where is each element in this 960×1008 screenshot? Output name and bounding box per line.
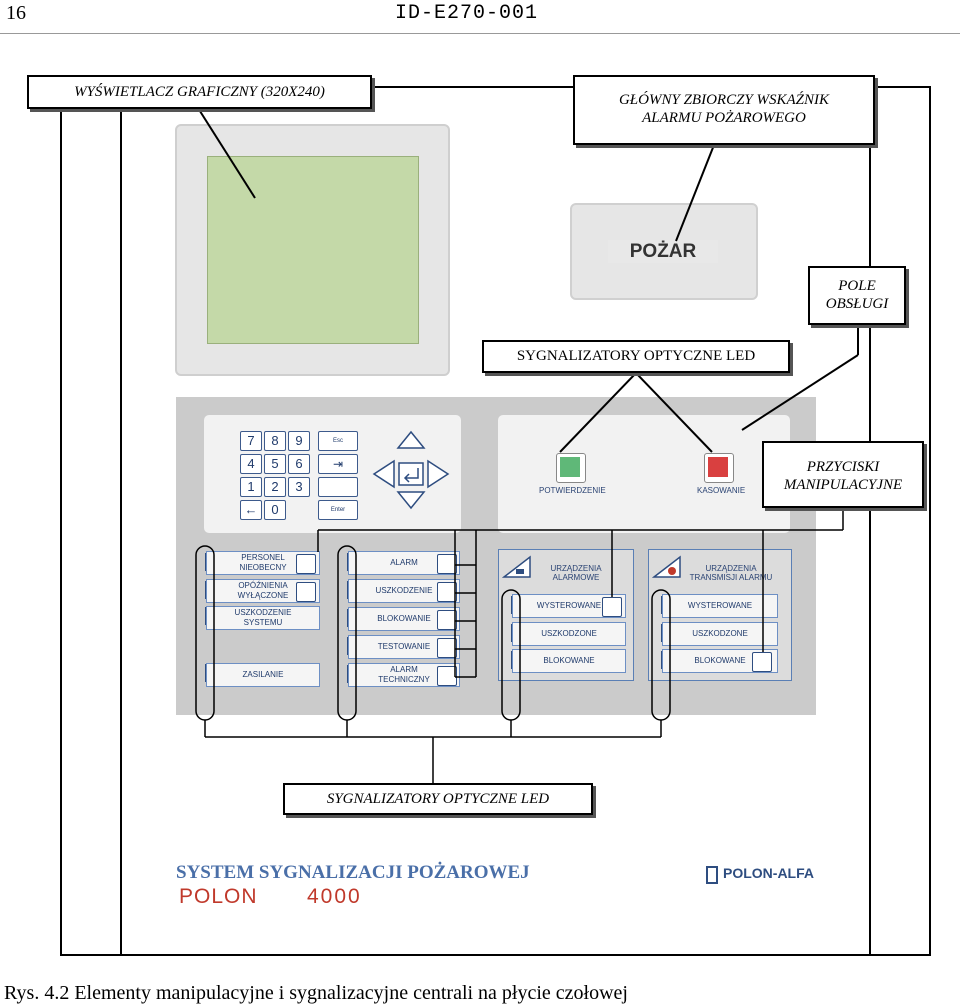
backspace-key[interactable]: ← — [240, 500, 262, 520]
header-divider — [0, 33, 960, 34]
arrow-left-icon: ← — [244, 502, 258, 517]
function-key-2[interactable] — [318, 477, 358, 497]
alarm-devices-icon — [501, 555, 532, 579]
buttons-line2: MANIPULACYJNE — [783, 477, 903, 493]
alarm-devices-title: URZĄDZENIA ALARMOWE — [550, 564, 602, 582]
product-name: POLON — [179, 885, 258, 908]
alarm-button[interactable] — [437, 554, 457, 574]
personnel-absent-button[interactable] — [296, 554, 316, 574]
transmission-activated: WYSTEROWANE — [662, 594, 778, 618]
system-fault-label: USZKODZENIE SYSTEMU — [234, 608, 292, 627]
alarm-devices-button[interactable] — [602, 597, 622, 617]
fire-indicator-label: POŻAR — [608, 240, 718, 263]
reset-label: KASOWANIE — [697, 486, 746, 495]
key-6[interactable]: 6 — [288, 454, 310, 474]
blocking-label: BLOKOWANIE — [377, 614, 431, 623]
esc-key[interactable]: Esc — [318, 431, 358, 451]
reset-led — [708, 457, 728, 477]
buttons-callout: PRZYCISKI MANIPULACYJNE — [762, 441, 924, 508]
faulty-label: USZKODZONE — [541, 629, 597, 638]
panel-face — [120, 86, 871, 956]
power-item: ZASILANIE — [206, 663, 320, 687]
confirm-button[interactable] — [556, 453, 586, 483]
technical-alarm-label: ALARM TECHNICZNY — [378, 665, 430, 684]
key-0[interactable]: 0 — [264, 500, 286, 520]
document-id: ID-E270-001 — [395, 2, 539, 25]
key-1[interactable]: 1 — [240, 477, 262, 497]
key-3[interactable]: 3 — [288, 477, 310, 497]
alarm-devices-blocked: BLOKOWANE — [512, 649, 626, 673]
fault-button[interactable] — [437, 582, 457, 602]
key-5[interactable]: 5 — [264, 454, 286, 474]
led-callout-bottom: SYGNALIZATORY OPTYCZNE LED — [283, 783, 593, 815]
key-4[interactable]: 4 — [240, 454, 262, 474]
led-area — [498, 415, 790, 533]
key-2[interactable]: 2 — [264, 477, 286, 497]
company-logo-icon — [706, 866, 718, 884]
led-callout-top: SYGNALIZATORY OPTYCZNE LED — [482, 340, 790, 373]
confirm-led — [560, 457, 580, 477]
product-model: 4000 — [307, 885, 362, 908]
blocking-button[interactable] — [437, 610, 457, 630]
alarm-label: ALARM — [390, 558, 418, 567]
transmission-devices-title: URZĄDZENIA TRANSMISJI ALARMU — [689, 564, 773, 582]
delays-off-button[interactable] — [296, 582, 316, 602]
company-name: POLON-ALFA — [723, 865, 814, 881]
control-field-line1: POLE — [838, 278, 876, 294]
transmission-blocked-button[interactable] — [752, 652, 772, 672]
blocked-label: BLOKOWANE — [694, 656, 746, 665]
enter-key[interactable]: Enter — [318, 500, 358, 520]
fault-label: USZKODZENIE — [375, 586, 433, 595]
tab-icon: ⇥ — [332, 457, 344, 471]
main-indicator-callout: GŁÓWNY ZBIORCZY WSKAŹNIK ALARMU POŻAROWE… — [573, 75, 875, 145]
control-field-line2: OBSŁUGI — [825, 296, 889, 312]
activated-label: WYSTEROWANE — [687, 601, 753, 610]
key-7[interactable]: 7 — [240, 431, 262, 451]
faulty-label: USZKODZONE — [692, 629, 748, 638]
confirm-label: POTWIERDZENIE — [539, 486, 606, 495]
figure-caption: Rys. 4.2 Elementy manipulacyjne i sygnal… — [4, 982, 628, 1004]
main-indicator-line2: ALARMU POŻAROWEGO — [642, 110, 806, 126]
personnel-absent-label: PERSONEL NIEOBECNY — [239, 553, 287, 572]
buttons-line1: PRZYCISKI — [806, 459, 880, 475]
control-field-callout: POLE OBSŁUGI — [808, 266, 906, 325]
reset-button[interactable] — [704, 453, 734, 483]
system-title: SYSTEM SYGNALIZACJI POŻAROWEJ — [176, 862, 530, 883]
panel-frame — [60, 86, 931, 956]
function-key-1[interactable]: ⇥ — [318, 454, 358, 474]
technical-alarm-button[interactable] — [437, 666, 457, 686]
graphic-display — [207, 156, 419, 344]
testing-label: TESTOWANIE — [377, 642, 431, 651]
power-label: ZASILANIE — [242, 670, 284, 679]
blocked-label: BLOKOWANE — [543, 656, 595, 665]
delays-off-label: OPÓŹNIENIA WYŁĄCZONE — [237, 581, 289, 600]
key-8[interactable]: 8 — [264, 431, 286, 451]
main-indicator-line1: GŁÓWNY ZBIORCZY WSKAŹNIK — [618, 92, 830, 108]
transmission-faulty: USZKODZONE — [662, 622, 778, 646]
key-9[interactable]: 9 — [288, 431, 310, 451]
page-number: 16 — [6, 2, 26, 24]
system-fault-item: USZKODZENIE SYSTEMU — [206, 606, 320, 630]
alarm-devices-faulty: USZKODZONE — [512, 622, 626, 646]
activated-label: WYSTEROWANE — [536, 601, 602, 610]
transmission-devices-icon — [651, 555, 682, 579]
display-callout: WYŚWIETLACZ GRAFICZNY (320X240) — [27, 75, 372, 109]
testing-button[interactable] — [437, 638, 457, 658]
